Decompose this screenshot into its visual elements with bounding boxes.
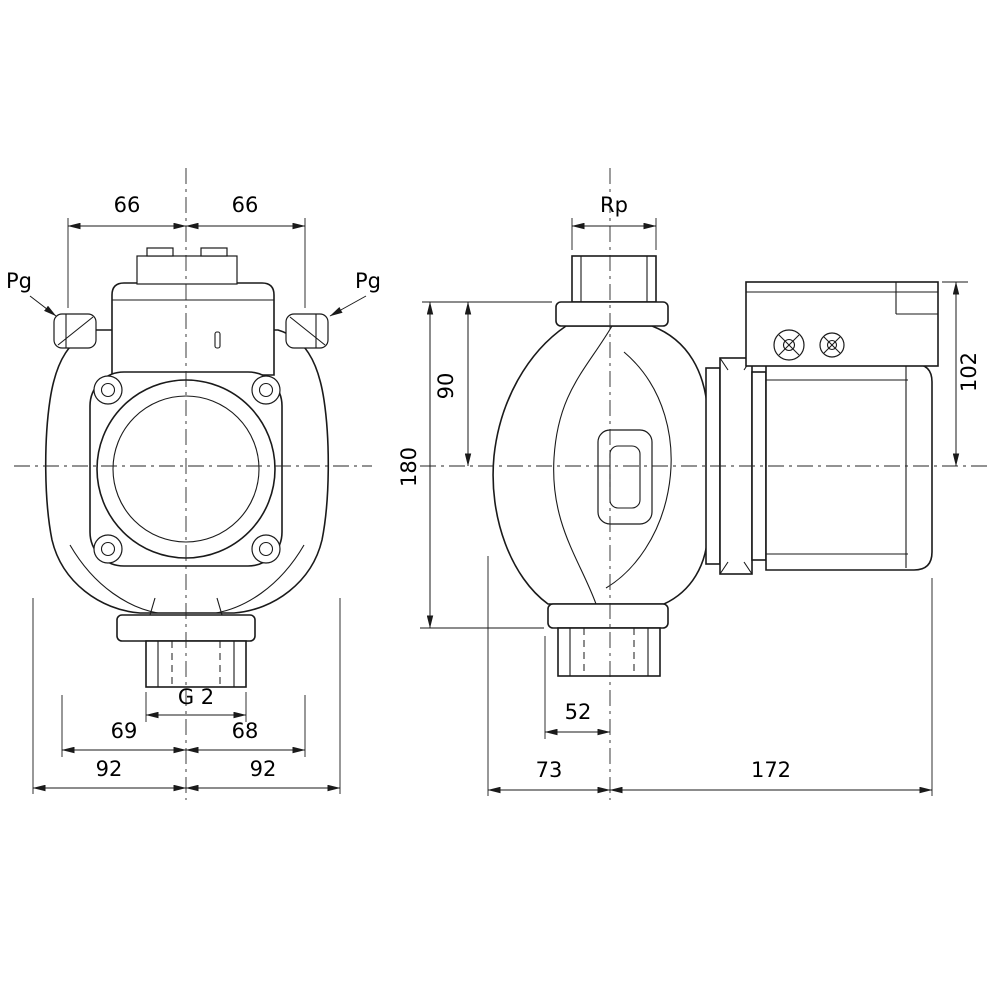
gland-mark-left bbox=[57, 316, 94, 346]
motor bbox=[765, 363, 933, 571]
screw-cross bbox=[823, 336, 841, 354]
pump-face-ring-inner bbox=[112, 395, 260, 543]
motor-body bbox=[765, 363, 933, 571]
ring-chamfer bbox=[719, 357, 729, 371]
dim-label-66-left: 66 bbox=[114, 193, 141, 217]
flange-bottom bbox=[547, 603, 669, 629]
port-neck-left bbox=[149, 597, 156, 616]
terminal-box-outline bbox=[745, 281, 939, 367]
leader-pg-right bbox=[329, 295, 367, 317]
screw-boss bbox=[251, 534, 281, 564]
screw-boss bbox=[251, 375, 281, 405]
terminal-box-slot bbox=[214, 331, 221, 349]
suction-port-front bbox=[116, 597, 256, 688]
hood-tab-right bbox=[200, 247, 228, 257]
screw-head bbox=[258, 541, 274, 557]
dim-label-rp: Rp bbox=[600, 193, 628, 217]
dim-label-52: 52 bbox=[565, 700, 592, 724]
leader-pg-left bbox=[29, 295, 57, 317]
dim-label-92-right: 92 bbox=[250, 757, 277, 781]
dim-label-90: 90 bbox=[434, 373, 458, 400]
screw-head bbox=[100, 541, 116, 557]
ring-chamfer bbox=[719, 561, 729, 575]
dim-label-68: 68 bbox=[232, 719, 259, 743]
union-nut-bottom bbox=[557, 627, 661, 677]
dim-label-73: 73 bbox=[536, 758, 563, 782]
flange-top bbox=[555, 301, 669, 327]
dimensions-front: 66 66 Pg Pg G 2 69 68 92 92 bbox=[6, 193, 381, 794]
dim-label-g2: G 2 bbox=[178, 685, 214, 709]
cover-screw-left bbox=[773, 329, 805, 361]
dim-label-69: 69 bbox=[111, 719, 138, 743]
hood-body bbox=[136, 255, 238, 285]
screw-boss bbox=[93, 375, 123, 405]
screw-head bbox=[100, 382, 116, 398]
centerlines bbox=[14, 168, 992, 800]
union-nut bbox=[145, 640, 247, 688]
volute-contour-s bbox=[553, 325, 613, 605]
dim-label-92-left: 92 bbox=[96, 757, 123, 781]
housing-contour-right bbox=[215, 544, 305, 614]
dim-label-180: 180 bbox=[397, 447, 421, 487]
screw-cross bbox=[778, 334, 800, 356]
cable-gland-left bbox=[53, 313, 97, 349]
dimensions-side: Rp 90 180 102 52 73 172 bbox=[397, 193, 981, 796]
front-view bbox=[44, 247, 330, 688]
screw-head bbox=[258, 382, 274, 398]
dim-label-102: 102 bbox=[957, 352, 981, 392]
housing-contour-left bbox=[69, 544, 159, 614]
screw-boss bbox=[93, 534, 123, 564]
volute-contour-spiral bbox=[605, 351, 672, 589]
cable-gland-right bbox=[285, 313, 329, 349]
hood-tab-left bbox=[146, 247, 174, 257]
cover-screw-right bbox=[819, 332, 845, 358]
suction-port-bottom bbox=[547, 603, 669, 677]
screw-inner bbox=[826, 339, 838, 351]
dim-label-172: 172 bbox=[751, 758, 791, 782]
seal-housing-outer bbox=[597, 429, 653, 525]
dim-label-66-right: 66 bbox=[232, 193, 259, 217]
pipe-stub-top bbox=[571, 255, 657, 303]
faceplate-screw-bottom-left bbox=[93, 534, 123, 564]
ring-chamfer bbox=[743, 561, 753, 575]
terminal-box-side bbox=[745, 281, 939, 367]
gland-mark-right bbox=[289, 316, 326, 346]
faceplate-screw-top-left bbox=[93, 375, 123, 405]
dim-label-pg-right: Pg bbox=[355, 269, 381, 293]
terminal-box-outline bbox=[111, 282, 275, 376]
faceplate-screw-top-right bbox=[251, 375, 281, 405]
connector-hood bbox=[136, 247, 238, 285]
seal-housing-inner bbox=[609, 445, 641, 509]
faceplate-screw-bottom-right bbox=[251, 534, 281, 564]
port-neck-right bbox=[216, 597, 223, 616]
terminal-box-front bbox=[111, 282, 275, 376]
screw-inner bbox=[782, 338, 796, 352]
dim-label-pg-left: Pg bbox=[6, 269, 32, 293]
discharge-port-top bbox=[555, 255, 669, 327]
